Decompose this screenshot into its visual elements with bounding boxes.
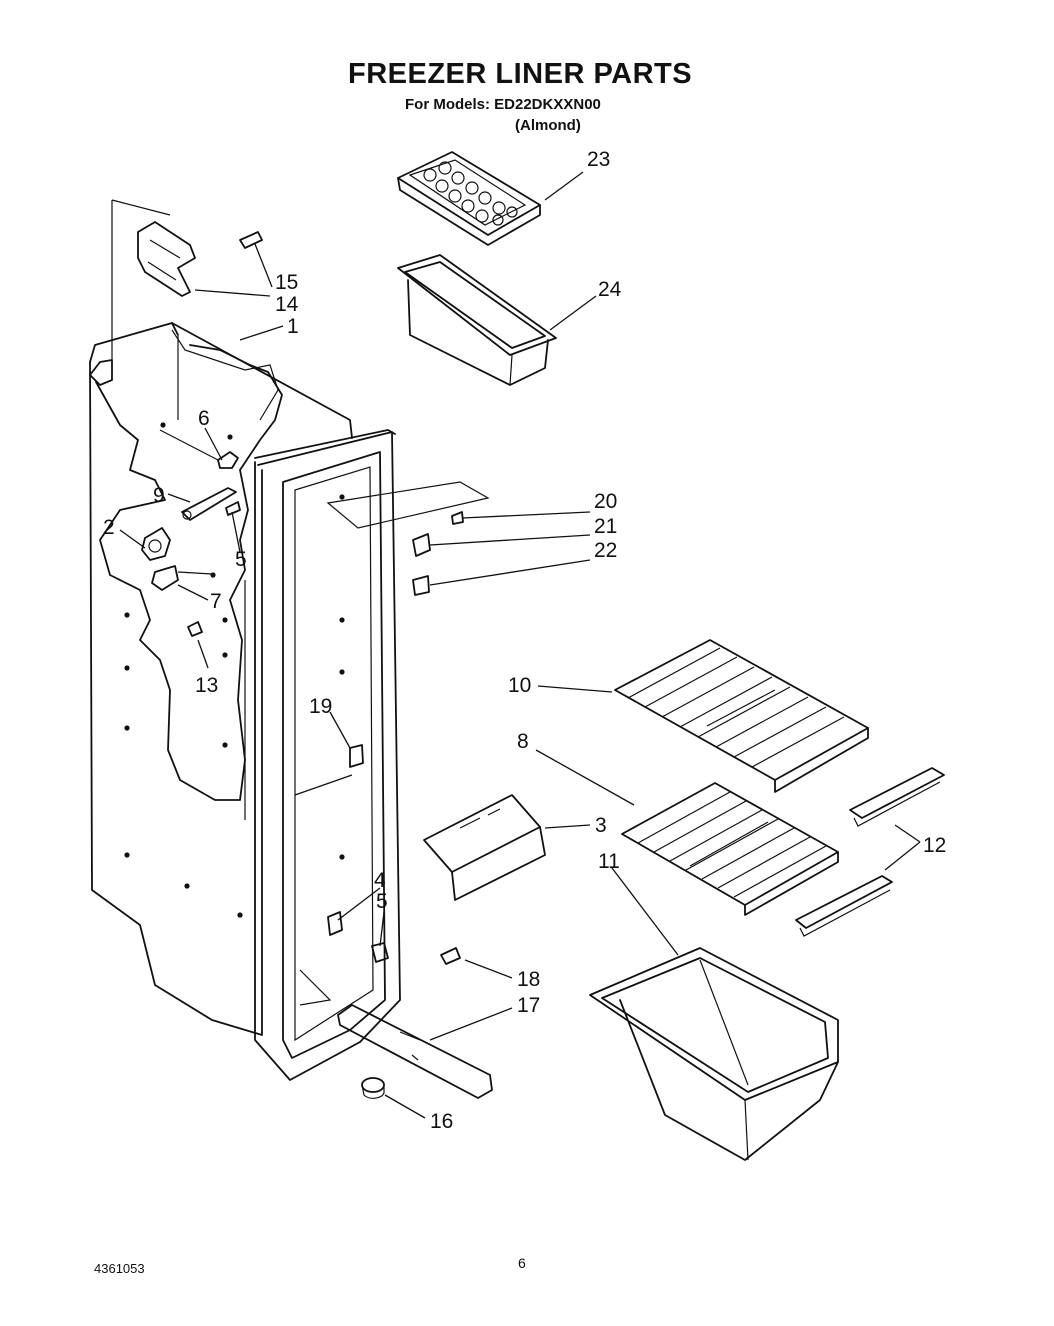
freezer-bin-11 [589,947,839,1161]
callout-17: 17 [517,994,540,1017]
cover-3 [423,794,546,901]
callout-9: 9 [153,484,165,507]
callout-15: 15 [275,271,298,294]
callout-5b: 5 [376,890,388,913]
callout-labels: 23 24 15 14 1 6 9 2 5 7 13 19 20 21 22 1… [103,148,946,1133]
document-number: 4361053 [94,1261,145,1276]
wire-shelf-10 [614,639,869,793]
color-variant: (Almond) [515,117,581,134]
ice-bin-24 [397,254,557,386]
shelf-support-12 [795,767,945,937]
callout-24: 24 [598,278,622,301]
callout-7: 7 [210,590,222,613]
callout-4: 4 [374,869,386,892]
callout-19: 19 [309,695,332,718]
wire-shelf-8 [621,782,839,916]
page-number: 6 [518,1255,526,1271]
callout-3: 3 [595,814,607,837]
callout-2: 2 [103,516,115,539]
callout-13: 13 [195,674,218,697]
callout-23: 23 [587,148,610,171]
ice-tray-23 [397,151,541,246]
callout-5a: 5 [235,548,247,571]
callout-6: 6 [198,407,210,430]
leader-lines [119,171,921,1119]
callout-14: 14 [275,293,299,316]
model-line: For Models: ED22DKXXN00 [405,96,601,113]
callout-18: 18 [517,968,540,991]
callout-11: 11 [598,850,620,873]
callout-22: 22 [594,539,617,562]
callout-12: 12 [923,834,946,857]
callout-8: 8 [517,730,529,753]
callout-16: 16 [430,1110,453,1133]
page-title: FREEZER LINER PARTS [348,58,693,90]
freezer-liner [89,199,490,1081]
callout-10: 10 [508,674,531,697]
bottom-parts [337,947,493,1099]
callout-21: 21 [594,515,617,538]
liner-hardware [141,429,464,963]
callout-1: 1 [287,315,299,338]
callout-20: 20 [594,490,617,513]
bracket-14 [137,221,263,297]
